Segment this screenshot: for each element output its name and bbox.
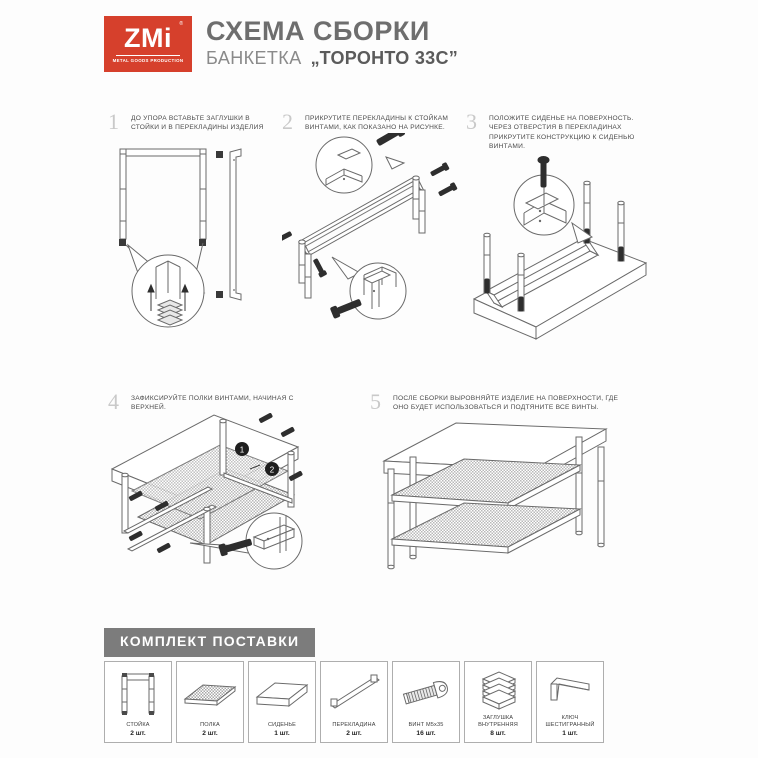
registered-mark-icon: ® [179,21,183,27]
step-5-illustration [370,417,630,592]
order-callout-1-label: 1 [240,445,245,454]
stand-frame-drawing [119,148,207,240]
step-1-number: 1 [108,109,119,134]
screw-icon [393,662,459,722]
part-item-end-cap[interactable]: ЗАГЛУШКА ВНУТРЕННЯЯ 8 шт. [464,661,532,743]
crossbar-profile-drawing [229,148,242,301]
step-3: 3 ПОЛОЖИТЕ СИДЕНЬЕ НА ПОВЕРХНОСТЬ. ЧЕРЕЗ… [466,109,656,366]
step-2-text: ПРИКРУТИТЕ ПЕРЕКЛАДИНЫ К СТОЙКАМ ВИНТАМИ… [305,115,449,132]
part-item-screw[interactable]: ВИНТ M5x35 16 шт. [392,661,460,743]
step-4-header: 4 ЗАФИКСИРУЙТЕ ПОЛКИ ВИНТАМИ, НАЧИНАЯ С … [108,389,323,414]
part-item-sidenye[interactable]: СИДЕНЬЕ 1 шт. [248,661,316,743]
part-qty-hex-key: 1 шт. [562,730,578,737]
parts-section-title: КОМПЛЕКТ ПОСТАВКИ [120,633,300,649]
product-type-label: БАНКЕТКА [206,47,302,68]
part-label-end-cap: ЗАГЛУШКА ВНУТРЕННЯЯ [478,714,518,728]
quote-open: „ [310,47,320,68]
step-3-text: ПОЛОЖИТЕ СИДЕНЬЕ НА ПОВЕРХНОСТЬ. ЧЕРЕЗ О… [489,115,635,151]
step-5: 5 ПОСЛЕ СБОРКИ ВЫРОВНЯЙТЕ ИЗДЕЛИЕ НА ПОВ… [370,389,630,592]
page-header: ® ZMi METAL GOODS PRODUCTION СХЕМА СБОРК… [104,16,458,72]
part-label-stoyka: СТОЙКА [126,721,150,728]
part-label-hex-key: КЛЮЧ ШЕСТИГРАННЫЙ [545,714,595,728]
model-name: ТОРОНТО 33С [319,47,449,68]
part-qty-perekladina: 2 шт. [346,730,362,737]
part-label-screw: ВИНТ M5x35 [408,721,444,728]
crossbar-icon [321,662,387,722]
parts-section-banner: КОМПЛЕКТ ПОСТАВКИ [104,628,316,657]
detail-callout-3 [513,156,594,245]
step-5-header: 5 ПОСЛЕ СБОРКИ ВЫРОВНЯЙТЕ ИЗДЕЛИЕ НА ПОВ… [370,389,630,414]
screws-step4 [128,412,303,553]
screw-detail-step3 [537,156,550,188]
step-2-number: 2 [282,109,293,134]
logo-divider [116,54,180,56]
part-item-polka[interactable]: ПОЛКА 2 шт. [176,661,244,743]
part-label-perekladina: ПЕРЕКЛАДИНА [332,721,376,728]
detail-callout-2-top [315,132,406,194]
bench-frame-isometric-drawing [298,175,426,299]
frame-post-icon [105,662,171,722]
step-2: 2 ПРИКРУТИТЕ ПЕРЕКЛАДИНЫ К СТОЙКАМ ВИНТА… [282,109,462,348]
order-callout-1: 1 [235,441,249,456]
part-item-perekladina[interactable]: ПЕРЕКЛАДИНА 2 шт. [320,661,388,743]
part-qty-stoyka: 2 шт. [130,730,146,737]
detail-callout-2-bottom [330,256,407,320]
step-4-text: ЗАФИКСИРУЙТЕ ПОЛКИ ВИНТАМИ, НАЧИНАЯ С ВЕ… [131,395,294,412]
seat-board-icon [249,662,315,722]
parts-list: СТОЙКА 2 шт. ПОЛКА [104,661,604,743]
step-3-number: 3 [466,109,477,134]
logo-tagline: METAL GOODS PRODUCTION [112,58,184,64]
detail-callout-4 [189,512,303,570]
step-4-illustration: 1 2 [108,412,323,593]
part-label-sidenye: СИДЕНЬЕ [267,721,297,728]
zmi-logo: ® ZMi METAL GOODS PRODUCTION [104,16,192,72]
logo-wordmark: ZMi [124,22,172,53]
quote-close: ” [448,47,458,68]
step-2-header: 2 ПРИКРУТИТЕ ПЕРЕКЛАДИНЫ К СТОЙКАМ ВИНТА… [282,109,462,134]
end-cap-stack-detail [156,299,184,326]
end-cap-markers [119,150,223,298]
title-block: СХЕМА СБОРКИ БАНКЕТКА „ТОРОНТО 33С” [206,16,458,69]
order-callout-2: 2 [265,461,279,476]
step-4-number: 4 [108,389,119,414]
part-label-polka: ПОЛКА [200,721,220,728]
step-4: 4 ЗАФИКСИРУЙТЕ ПОЛКИ ВИНТАМИ, НАЧИНАЯ С … [108,389,323,593]
assembled-bench-drawing [382,422,608,570]
model-quoted: „ТОРОНТО 33С” [311,48,458,69]
bench-upside-down-drawing [110,414,300,564]
part-qty-end-cap: 8 шт. [490,730,506,737]
page-title: СХЕМА СБОРКИ [206,16,430,46]
mesh-shelf-icon [177,662,243,722]
end-cap-stack-icon [465,662,531,715]
hex-key-icon [537,662,603,715]
screw-detail-step4 [218,538,252,556]
screw-detail-bottom [330,299,362,319]
seat-board-with-frame-drawing [472,181,648,341]
part-item-hex-key[interactable]: КЛЮЧ ШЕСТИГРАННЫЙ 1 шт. [536,661,604,743]
step-3-illustration [466,151,656,366]
order-callout-2-label: 2 [270,465,275,474]
step-1: 1 ДО УПОРА ВСТАВЬТЕ ЗАГЛУШКИ В СТОЙКИ И … [108,109,276,348]
part-qty-sidenye: 1 шт. [274,730,290,737]
subtitle-row: БАНКЕТКА „ТОРОНТО 33С” [206,48,458,69]
screw-arrows-step2 [282,162,458,278]
part-qty-screw: 16 шт. [416,730,436,737]
step-3-header: 3 ПОЛОЖИТЕ СИДЕНЬЕ НА ПОВЕРХНОСТЬ. ЧЕРЕЗ… [466,109,656,151]
part-qty-polka: 2 шт. [202,730,218,737]
step-2-illustration [282,132,462,348]
step-5-number: 5 [370,389,381,414]
step-1-header: 1 ДО УПОРА ВСТАВЬТЕ ЗАГЛУШКИ В СТОЙКИ И … [108,109,276,134]
step-1-text: ДО УПОРА ВСТАВЬТЕ ЗАГЛУШКИ В СТОЙКИ И В … [131,115,264,132]
step-1-illustration [108,133,276,348]
insert-arrows [147,283,189,311]
detail-callout-1 [125,242,206,328]
screw-detail-top [376,132,405,146]
step-5-text: ПОСЛЕ СБОРКИ ВЫРОВНЯЙТЕ ИЗДЕЛИЕ НА ПОВЕР… [393,395,619,412]
part-item-stoyka[interactable]: СТОЙКА 2 шт. [104,661,172,743]
